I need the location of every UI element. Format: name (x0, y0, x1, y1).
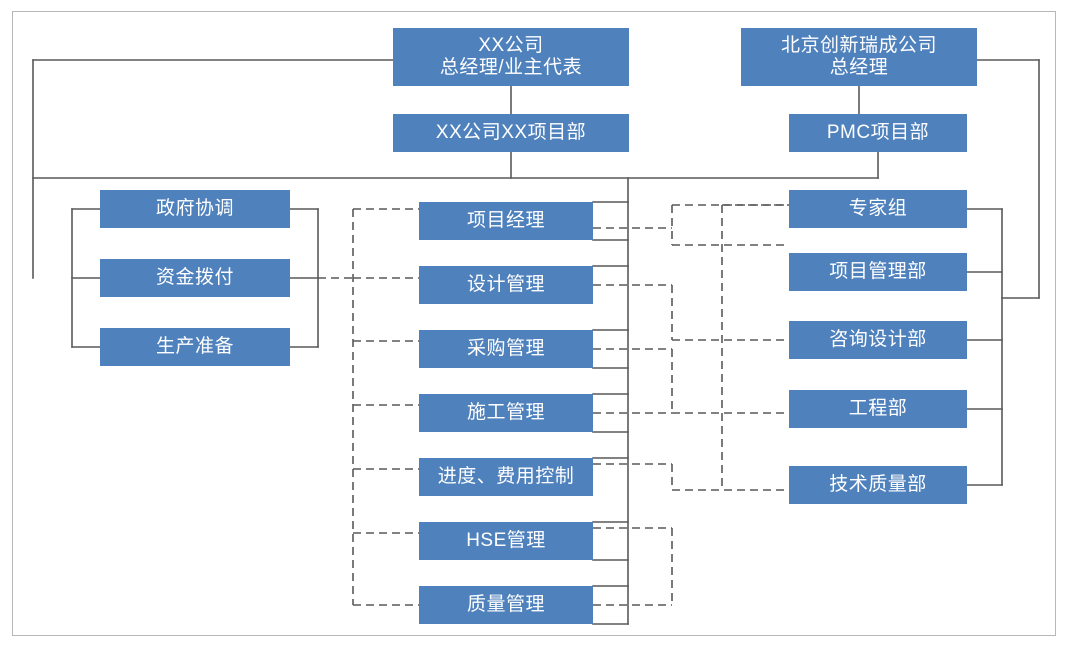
node-design-management-label: 设计管理 (466, 273, 545, 295)
node-consulting-design-dept[interactable]: 咨询设计部 (789, 321, 967, 359)
node-owner-project-dept[interactable]: XX公司XX项目部 (393, 114, 629, 152)
node-pmc-gm[interactable]: 北京创新瑞成公司 总经理 (741, 28, 977, 86)
node-project-manager[interactable]: 项目经理 (419, 202, 593, 240)
node-technical-quality-dept-label: 技术质量部 (829, 473, 927, 495)
node-consulting-design-dept-label: 咨询设计部 (829, 328, 927, 350)
node-hse-management[interactable]: HSE管理 (419, 522, 593, 560)
node-fund-allocation[interactable]: 资金拨付 (100, 259, 290, 297)
node-procurement-management[interactable]: 采购管理 (419, 330, 593, 368)
node-pmc-gm-label: 北京创新瑞成公司 总经理 (780, 34, 937, 78)
node-engineering-dept[interactable]: 工程部 (789, 390, 967, 428)
node-production-preparation-label: 生产准备 (155, 335, 234, 357)
node-procurement-management-label: 采购管理 (466, 337, 545, 359)
node-owner-gm-label: XX公司 总经理/业主代表 (439, 34, 583, 78)
node-fund-allocation-label: 资金拨付 (155, 266, 234, 288)
node-construction-management[interactable]: 施工管理 (419, 394, 593, 432)
node-pmc-project-dept-label: PMC项目部 (826, 121, 930, 143)
node-project-manager-label: 项目经理 (466, 209, 545, 231)
node-design-management[interactable]: 设计管理 (419, 266, 593, 304)
node-hse-management-label: HSE管理 (466, 529, 546, 551)
node-pmc-project-dept[interactable]: PMC项目部 (789, 114, 967, 152)
node-production-preparation[interactable]: 生产准备 (100, 328, 290, 366)
node-technical-quality-dept[interactable]: 技术质量部 (789, 466, 967, 504)
node-expert-group[interactable]: 专家组 (789, 190, 967, 228)
node-expert-group-label: 专家组 (848, 197, 908, 219)
node-quality-management-label: 质量管理 (466, 593, 545, 615)
node-government-coordination-label: 政府协调 (155, 197, 234, 219)
node-government-coordination[interactable]: 政府协调 (100, 190, 290, 228)
diagram-frame (12, 11, 1056, 636)
node-quality-management[interactable]: 质量管理 (419, 586, 593, 624)
dashed-connector-group (318, 204, 789, 606)
node-schedule-cost-control-label: 进度、费用控制 (437, 465, 575, 487)
node-owner-gm[interactable]: XX公司 总经理/业主代表 (393, 28, 629, 86)
node-project-management-dept-label: 项目管理部 (829, 260, 927, 282)
node-engineering-dept-label: 工程部 (848, 397, 908, 419)
node-schedule-cost-control[interactable]: 进度、费用控制 (419, 458, 593, 496)
node-construction-management-label: 施工管理 (466, 401, 545, 423)
node-project-management-dept[interactable]: 项目管理部 (789, 253, 967, 291)
node-owner-project-dept-label: XX公司XX项目部 (435, 121, 587, 143)
